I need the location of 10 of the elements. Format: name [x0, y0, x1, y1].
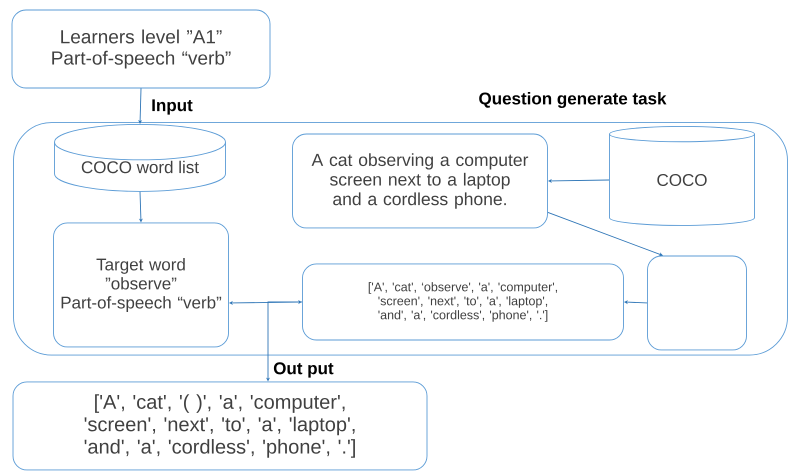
process-box: ['A', 'cat', '( )', 'a', 'computer', 'screen', 'next', 'to', 'a', 'laptop', 'and', 'a', 'cordless', 'phone', '.'] — [12, 382, 428, 470]
edge-label: Input — [150, 98, 194, 116]
empty-box — [647, 256, 747, 350]
edge-label: Out put — [272, 361, 335, 379]
process-box: Learners level ”A1” Part-of-speech “verb” — [12, 10, 270, 88]
database-cylinder: COCO word list — [54, 124, 226, 192]
process-box: Target word ”observe” Part-of-speech “verb” — [53, 222, 229, 348]
process-box: A cat observing a computer screen next to a laptop and a cordless phone. — [292, 134, 548, 228]
database-cylinder: COCO — [609, 126, 755, 226]
process-box: ['A', 'cat', ‘observe', 'a', 'computer', 'screen', 'next', 'to', 'a', 'laptop', 'and', 'a', 'cordless', 'phone', '.'] — [302, 264, 624, 340]
